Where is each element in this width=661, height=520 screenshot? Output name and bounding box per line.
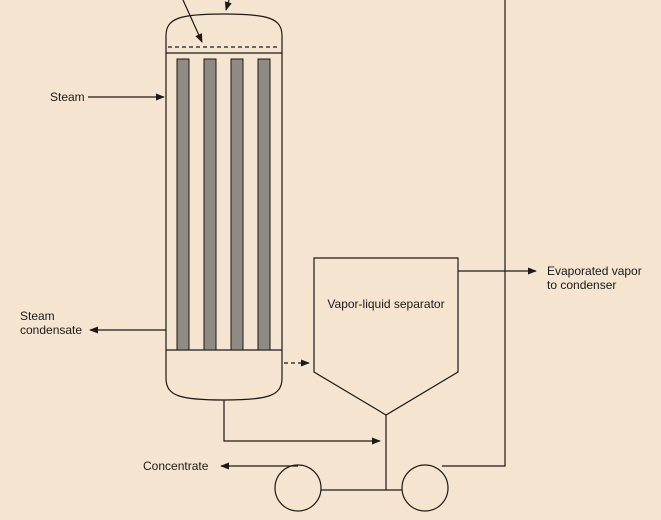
feed-arrow	[182, 0, 203, 43]
concentrate-pump	[274, 464, 322, 512]
evaporator-column	[165, 0, 283, 401]
steam-label: Steam	[50, 90, 85, 104]
vapor-liquid-separator: Vapor-liquid separator	[313, 257, 459, 416]
heat-exchanger-tube	[203, 58, 217, 351]
steam-condensate-label-line1: Steam	[20, 309, 55, 323]
recycle-line	[442, 0, 506, 467]
feed-arrow-top	[224, 0, 232, 11]
concentrate-label: Concentrate	[143, 459, 209, 473]
evaporator-outlet-line	[223, 400, 381, 445]
evaporator-shell	[165, 13, 283, 401]
steam-condensate-label-line2: condensate	[20, 323, 82, 337]
separator-vessel	[313, 257, 459, 416]
separator-label: Vapor-liquid separator	[327, 297, 444, 311]
recirculation-pump	[401, 464, 449, 512]
evaporated-vapor-label-line2: to condenser	[547, 278, 616, 292]
heat-exchanger-tube	[257, 58, 271, 351]
heat-exchanger-tube	[176, 58, 190, 351]
evaporated-vapor-label-line1: Evaporated vapor	[547, 264, 642, 278]
heat-exchanger-tube	[230, 58, 244, 351]
tube-bundle	[176, 58, 271, 351]
